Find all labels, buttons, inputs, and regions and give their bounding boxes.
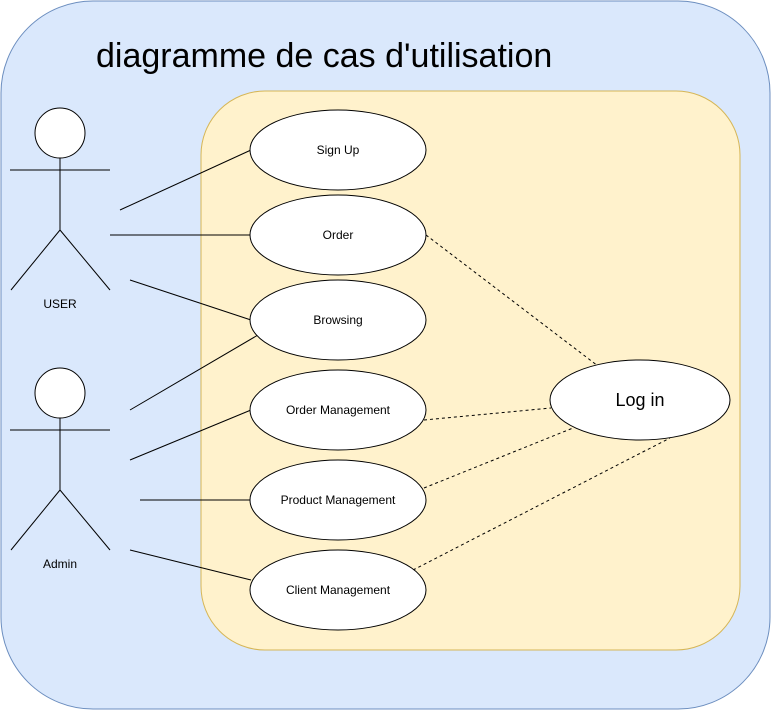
use-case-log-in-label: Log in [615, 390, 664, 410]
use-case-order-shape [249, 194, 427, 276]
actor-admin-head [34, 367, 86, 419]
association-admin-order-management [129, 409, 252, 461]
association-lines [110, 149, 259, 581]
include-lines [412, 234, 671, 571]
diagram-title: diagramme de cas d'utilisation [96, 37, 552, 75]
use-case-client-management-label: Client Management [286, 583, 391, 597]
use-case-client-management-shape [249, 549, 427, 631]
association-user-browsing [129, 279, 252, 321]
use-case-sign-up: Sign Up [249, 109, 427, 191]
use-case-order-management-shape [249, 369, 427, 451]
dashed-client-management-log-in [412, 437, 671, 571]
use-case-client-management: Client Management [249, 549, 427, 631]
use-case-product-management-label: Product Management [281, 493, 396, 507]
use-case-product-management-shape [249, 459, 427, 541]
use-case-order: Order [249, 194, 427, 276]
actor-admin-label: Admin [43, 557, 77, 571]
actor-admin [10, 367, 111, 551]
use-case-browsing: Browsing [249, 279, 427, 361]
use-case-sign-up-label: Sign Up [317, 143, 360, 157]
association-user-sign-up [119, 149, 252, 211]
association-admin-browsing [129, 334, 259, 411]
actor-user-label: USER [43, 297, 77, 311]
dashed-order-log-in [425, 234, 599, 367]
use-case-order-management-label: Order Management [286, 403, 391, 417]
use-case-browsing-shape [249, 279, 427, 361]
use-case-browsing-label: Browsing [313, 313, 362, 327]
use-case-sign-up-shape [249, 109, 427, 191]
use-case-product-management: Product Management [249, 459, 427, 541]
use-case-log-in-shape [549, 359, 731, 441]
use-case-order-label: Order [323, 228, 354, 242]
use-case-order-management: Order Management [249, 369, 427, 451]
use-case-log-in: Log in [549, 359, 731, 441]
actor-user-head [34, 107, 86, 159]
association-admin-client-management [129, 549, 252, 581]
dashed-product-management-log-in [423, 427, 574, 489]
actor-user [10, 107, 111, 291]
